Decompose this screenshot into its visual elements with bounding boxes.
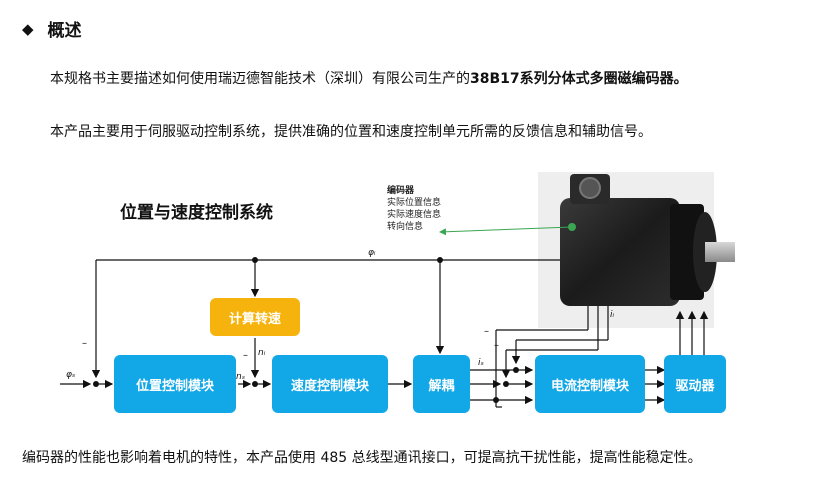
calc-speed-block: 计算转速 bbox=[210, 298, 300, 336]
encoder-title: 编码器 bbox=[387, 186, 415, 196]
diagram-lines bbox=[60, 172, 735, 408]
purpose-paragraph: 本产品主要用于伺服驱动控制系统，提供准确的位置和速度控制单元所需的反馈信息和辅助… bbox=[50, 124, 652, 140]
position-control-block: 位置控制模块 bbox=[114, 355, 236, 413]
intro-product-name: 38B17系列分体式多圈磁编码器。 bbox=[470, 71, 688, 87]
intro-paragraph: 本规格书主要描述如何使用瑞迈德智能技术（深圳）有限公司生产的38B17系列分体式… bbox=[50, 68, 688, 88]
minus-sign-speed: – bbox=[243, 350, 248, 361]
section-heading: ◆ 概述 bbox=[22, 16, 82, 42]
minus-sign-current-2: – bbox=[494, 340, 499, 351]
decouple-block: 解耦 bbox=[413, 355, 470, 413]
driver-block: 驱动器 bbox=[664, 355, 726, 413]
diagram-title: 位置与速度控制系统 bbox=[120, 203, 273, 223]
diamond-bullet-icon: ◆ bbox=[22, 19, 34, 38]
encoder-info: 编码器 实际位置信息 实际速度信息 转向信息 bbox=[387, 185, 441, 233]
minus-sign-current-1: – bbox=[484, 326, 489, 337]
encoder-line-speed: 实际速度信息 bbox=[387, 210, 442, 220]
speed-control-block: 速度控制模块 bbox=[272, 355, 388, 413]
minus-sign-position: – bbox=[82, 338, 87, 349]
footer-paragraph: 编码器的性能也影响着电机的特性，本产品使用 485 总线型通讯接口，可提高抗干扰… bbox=[22, 450, 702, 466]
servo-motor-image bbox=[538, 172, 735, 328]
section-title: 概述 bbox=[47, 21, 82, 41]
signal-n-s: nₛ bbox=[236, 372, 246, 382]
signal-i-s: iₛ bbox=[478, 358, 484, 368]
signal-i-i: iᵢ bbox=[610, 310, 615, 320]
signal-phi-i: φᵢ bbox=[368, 248, 376, 258]
encoder-line-direction: 转向信息 bbox=[387, 222, 424, 232]
encoder-line-position: 实际位置信息 bbox=[387, 198, 442, 208]
current-control-block: 电流控制模块 bbox=[535, 355, 645, 413]
control-system-diagram: 位置与速度控制系统 编码器 实际位置信息 实际速度信息 转向信息 φᵢ φₛ n… bbox=[60, 160, 760, 442]
intro-text: 本规格书主要描述如何使用瑞迈德智能技术（深圳）有限公司生产的 bbox=[50, 71, 470, 87]
signal-phi-s: φₛ bbox=[66, 370, 76, 380]
signal-n-i: nᵢ bbox=[258, 348, 266, 358]
